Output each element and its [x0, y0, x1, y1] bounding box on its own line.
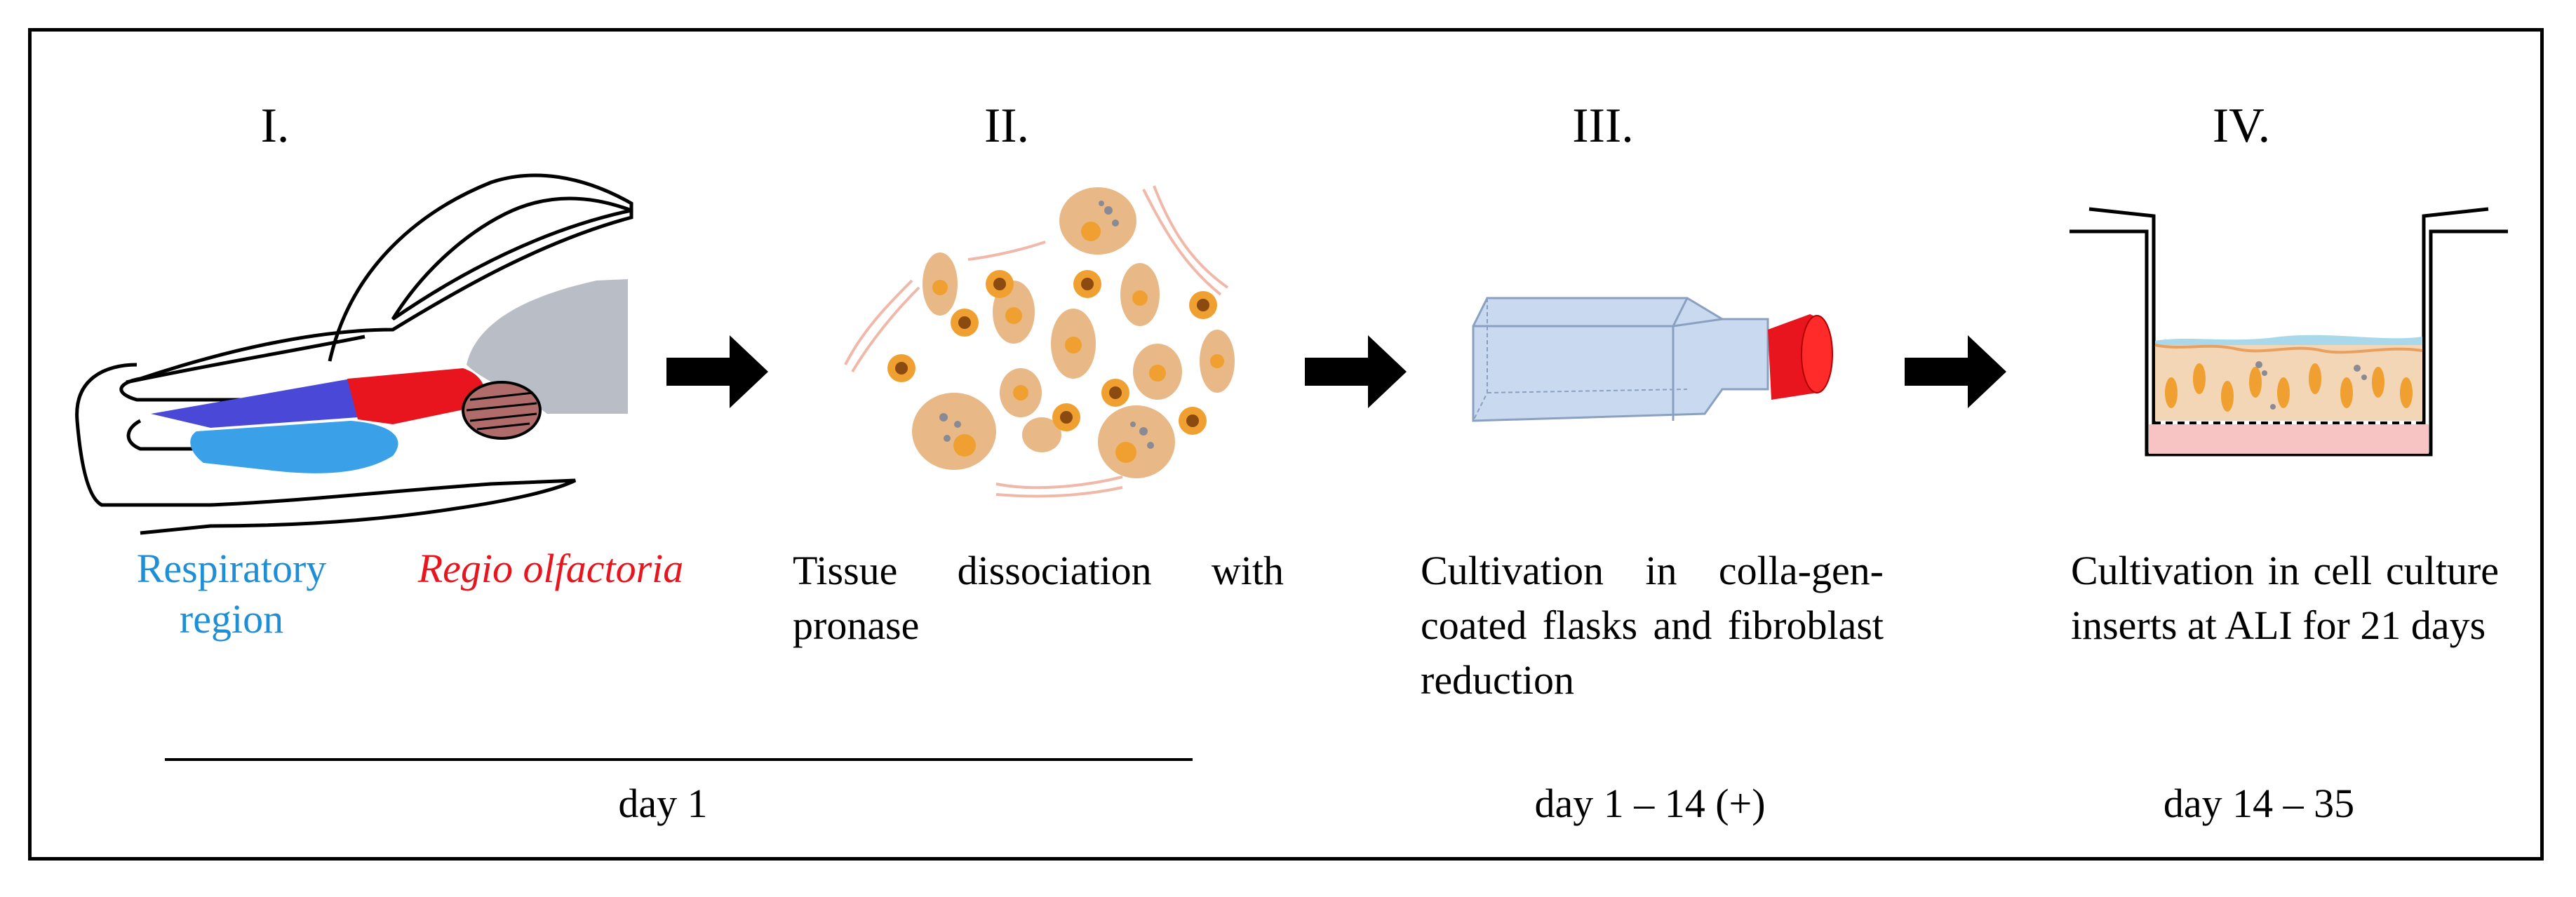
timeline-label-day-1: day 1	[618, 781, 708, 826]
panel-4-description: Cultivation in cell culture inserts at A…	[2071, 548, 2499, 648]
regio-olfactoria-label: Regio olfactoria	[417, 546, 684, 591]
timeline-label-day-14-35: day 14 – 35	[2163, 781, 2355, 826]
nasal-cavity-illustration	[75, 173, 633, 535]
panel-numeral-3: III.	[1572, 99, 1634, 153]
dissociated-cells-illustration	[844, 185, 1235, 498]
figure-frame	[28, 28, 2544, 861]
culture-flask-illustration	[1472, 297, 1833, 422]
timeline-label-day-1-14: day 1 – 14 (+)	[1534, 781, 1766, 826]
respiratory-region-label: Respiratory region	[136, 546, 327, 642]
arrow-right-icon	[1305, 335, 1407, 408]
panel-2-description: Tissue dissociation with pronase	[793, 548, 1284, 648]
panel-numeral-1: I.	[260, 99, 290, 153]
panel-numeral-4: IV.	[2212, 99, 2271, 153]
arrow-right-icon	[1905, 335, 2006, 408]
cell-culture-insert-illustration	[2069, 207, 2508, 457]
panel-3-description: Cultivation in colla-gen-coated flasks a…	[1421, 548, 1884, 703]
arrow-right-icon	[666, 335, 768, 408]
panel-numeral-2: II.	[984, 99, 1030, 153]
